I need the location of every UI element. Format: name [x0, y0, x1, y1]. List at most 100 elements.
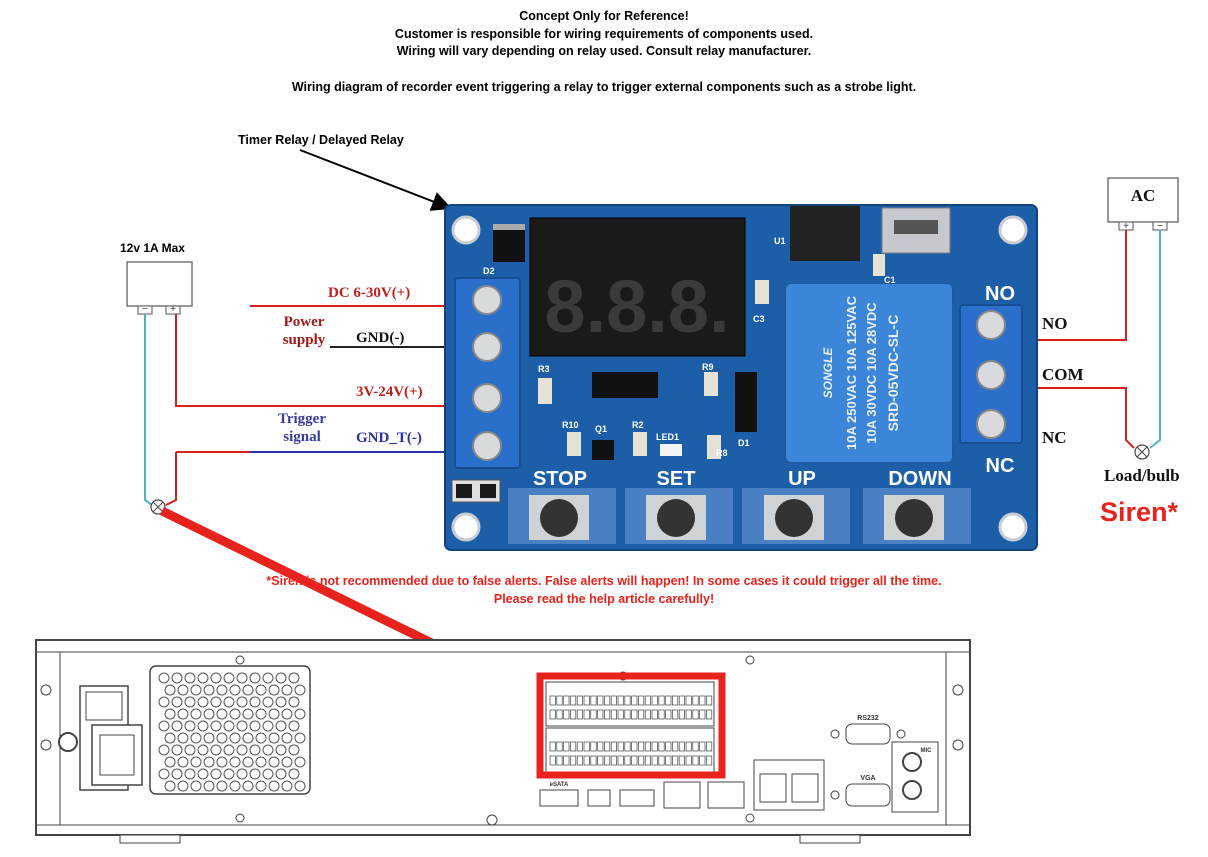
fan-grill-hole: [255, 756, 267, 768]
alarm-terminal-pin: [604, 709, 611, 720]
fan-grill-hole: [203, 708, 215, 720]
alarm-terminal-pin: [638, 741, 645, 752]
alarm-terminal-pin: [556, 695, 563, 706]
silk-r8: R8: [716, 448, 728, 458]
label-siren: Siren*: [1100, 497, 1179, 527]
alarm-terminal-pin: [624, 695, 631, 706]
alarm-terminal-pin: [644, 709, 651, 720]
fan-grill-hole: [184, 744, 196, 756]
fan-grill-hole: [197, 696, 209, 708]
alarm-terminal-pin: [651, 741, 658, 752]
alarm-terminal-pin: [672, 755, 679, 766]
fan-grill-hole: [197, 768, 209, 780]
alarm-terminal-pin: [556, 709, 563, 720]
fan-grill-hole: [262, 672, 274, 684]
alarm-terminal-pin: [549, 695, 556, 706]
alarm-terminal-pin: [699, 741, 706, 752]
alarm-terminal-pin: [583, 709, 590, 720]
alarm-terminal-pin: [583, 741, 590, 752]
fan-grill-hole: [294, 756, 306, 768]
recorder-rear-panel: [35, 639, 971, 844]
label-load: Load/bulb: [1104, 466, 1180, 485]
fan-grill-hole: [190, 708, 202, 720]
silk-d2: D2: [483, 266, 495, 276]
wire-no: [1010, 230, 1127, 341]
alarm-terminal-pin: [631, 755, 638, 766]
alarm-terminal-pin: [678, 755, 685, 766]
fan-grill-hole: [281, 780, 293, 792]
fan-grill-hole: [184, 720, 196, 732]
fan-grill-hole: [229, 684, 241, 696]
alarm-terminal-pin: [597, 695, 604, 706]
header-line-4: Wiring diagram of recorder event trigger…: [291, 80, 917, 94]
fan-grill-hole: [171, 672, 183, 684]
label-trigger-1: Trigger: [277, 411, 327, 427]
alarm-terminal-pin: [672, 695, 679, 706]
alarm-terminal-pin: [549, 741, 556, 752]
svg-text:10A 30VDC 10A 28VDC: 10A 30VDC 10A 28VDC: [864, 302, 879, 444]
alarm-terminal-pin: [617, 755, 624, 766]
fan-grill-hole: [164, 756, 176, 768]
alarm-terminal-pin: [597, 741, 604, 752]
fan-grill-hole: [268, 780, 280, 792]
silk-led1: LED1: [656, 432, 679, 442]
alarm-terminal-pin: [644, 695, 651, 706]
alarm-terminal-pin: [699, 709, 706, 720]
wire-3v24v: [175, 314, 470, 407]
fan-grill-hole: [216, 780, 228, 792]
alarm-terminal-pin: [597, 755, 604, 766]
fan-grill-hole: [229, 756, 241, 768]
fan-grill-hole: [158, 720, 170, 732]
fan-grill-hole: [242, 732, 254, 744]
fan-grill-hole: [223, 672, 235, 684]
fan-grill-hole: [216, 684, 228, 696]
alarm-terminal-pin: [624, 755, 631, 766]
alarm-terminal-pin: [570, 709, 577, 720]
fan-grill-hole: [229, 732, 241, 744]
fan-grill-hole: [223, 768, 235, 780]
alarm-terminal-pin: [665, 709, 672, 720]
fan-grill-hole: [236, 768, 248, 780]
alarm-terminal-pin: [678, 709, 685, 720]
wire-ac-return: [1149, 230, 1161, 449]
silk-d1: D1: [738, 438, 750, 448]
fan-grill-hole: [197, 720, 209, 732]
alarm-terminal-pin: [638, 709, 645, 720]
fan-grill-hole: [281, 684, 293, 696]
alarm-terminal-pin: [706, 741, 713, 752]
fan-grill-hole: [268, 756, 280, 768]
alarm-terminal-pin: [624, 741, 631, 752]
fan-grill-hole: [288, 744, 300, 756]
alarm-terminal-pin: [610, 709, 617, 720]
fan-grill-hole: [158, 696, 170, 708]
alarm-terminal-pin: [644, 741, 651, 752]
button-down-label: DOWN: [888, 468, 951, 490]
fan-grill-hole: [164, 732, 176, 744]
fan-grill-hole: [288, 672, 300, 684]
alarm-terminal-pin: [617, 709, 624, 720]
fan-grill-hole: [275, 672, 287, 684]
alarm-terminal-pin: [692, 695, 699, 706]
fan-grill-hole: [223, 744, 235, 756]
fan-grill-hole: [164, 708, 176, 720]
silk-nc: NC: [986, 455, 1015, 477]
svg-text:SONGLE: SONGLE: [821, 347, 835, 399]
alarm-terminal-pin: [590, 741, 597, 752]
alarm-terminal-pin: [658, 695, 665, 706]
fan-grill-hole: [236, 672, 248, 684]
fan-grill-hole: [275, 696, 287, 708]
fan-grill-hole: [255, 708, 267, 720]
port-label-mic: MIC: [921, 748, 933, 754]
alarm-terminal-pin: [638, 755, 645, 766]
alarm-terminal-pin: [706, 709, 713, 720]
silk-c1: C1: [884, 275, 896, 285]
fan-grill-hole: [275, 768, 287, 780]
silk-q1: Q1: [595, 424, 607, 434]
fan-grill-hole: [184, 696, 196, 708]
fan-grill-hole: [171, 744, 183, 756]
fan-grill-hole: [190, 780, 202, 792]
alarm-terminal-pin: [692, 755, 699, 766]
label-3v24v: 3V-24V(+): [356, 384, 423, 400]
label-nc: NC: [1042, 428, 1067, 447]
fan-grill-hole: [197, 672, 209, 684]
